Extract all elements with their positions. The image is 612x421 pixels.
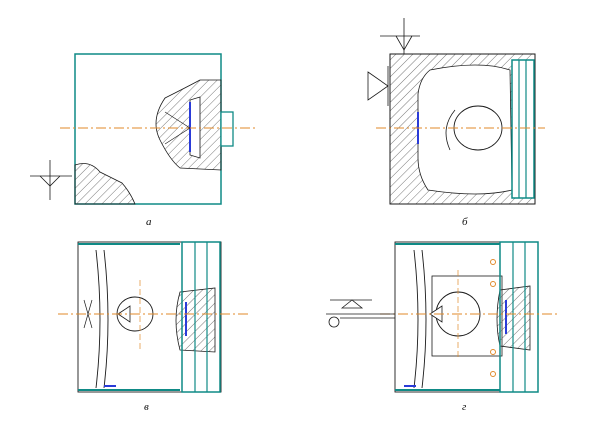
panel-v-body: [77, 241, 222, 393]
panel-b: б: [367, 18, 545, 228]
panel-b-label: б: [462, 216, 468, 228]
panel-v-rings: [181, 241, 221, 393]
support-symbol-icon: [30, 160, 72, 200]
panel-a-pin: [220, 111, 234, 147]
panel-a-label: а: [146, 216, 152, 228]
mandrel-support-icon: [326, 299, 395, 328]
panel-a-bottom-section: [74, 163, 136, 205]
panel-v: в: [58, 241, 250, 413]
panel-g: г: [326, 241, 560, 413]
panel-b-rings: [511, 59, 535, 199]
clamp-arrow-icon: [380, 18, 420, 54]
panel-g-label: г: [462, 401, 467, 413]
panel-a-boss-section: [155, 79, 222, 171]
panel-a: а: [30, 53, 255, 228]
panel-g-rings: [499, 241, 539, 393]
side-support-icon: [367, 66, 389, 106]
panel-v-label: в: [144, 401, 149, 413]
